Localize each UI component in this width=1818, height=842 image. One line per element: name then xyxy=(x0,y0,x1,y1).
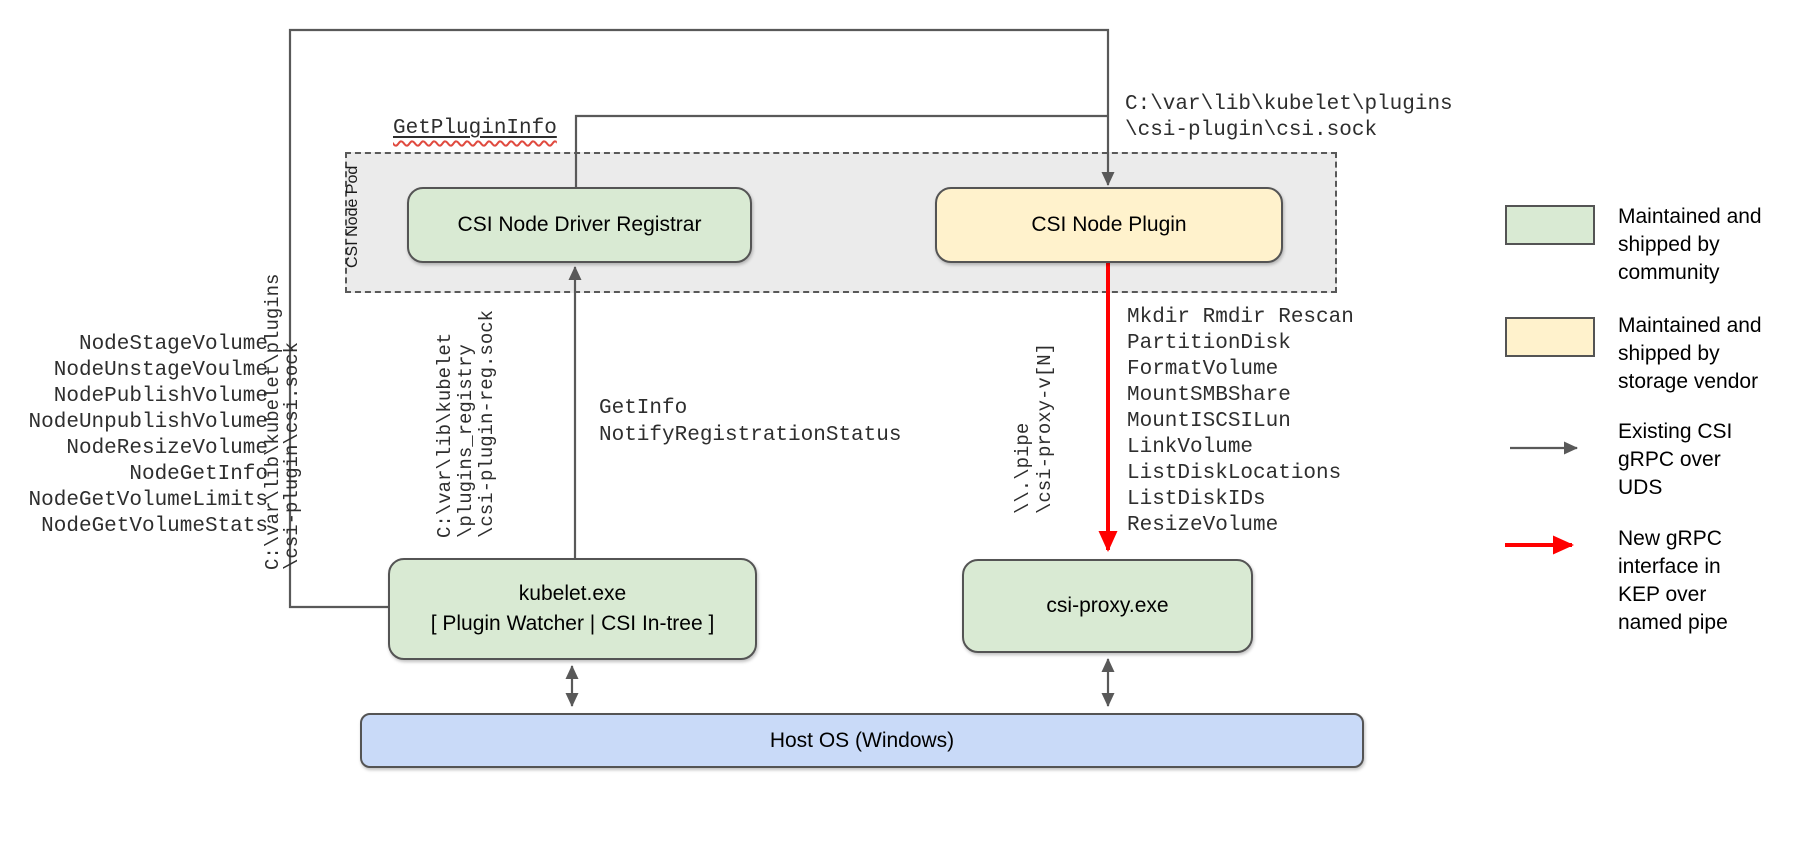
legend-line: KEP over xyxy=(1618,583,1707,606)
call-line: NodeUnstageVoulme xyxy=(53,359,268,382)
path-line: \\.\pipe xyxy=(1012,422,1034,514)
path-line: \csi-plugin-reg.sock xyxy=(476,309,498,538)
csi-node-pod-label: CSI Node Pod xyxy=(344,165,361,268)
call-line: NotifyRegistrationStatus xyxy=(599,424,902,447)
legend-line: Maintained and xyxy=(1618,314,1762,337)
call-line: GetInfo xyxy=(599,397,688,420)
legend-line: New gRPC xyxy=(1618,527,1722,550)
call-line: LinkVolume xyxy=(1127,436,1254,459)
kubelet-to-plugin-connector xyxy=(288,28,1115,609)
csi-sock-path-side-label: C:\var\lib\kubelet\plugins\csi-plugin\cs… xyxy=(262,274,303,570)
call-line: Mkdir Rmdir Rescan xyxy=(1127,306,1354,329)
call-line: NodePublishVolume xyxy=(53,385,268,408)
path-line: C:\var\lib\kubelet\plugins xyxy=(1125,93,1453,116)
call-line: NodeGetInfo xyxy=(129,463,268,486)
host-os-box: Host OS (Windows) xyxy=(360,713,1364,768)
get-plugin-info-text: GetPluginInfo xyxy=(393,117,557,140)
path-line: \csi-plugin\csi.sock xyxy=(281,341,303,570)
kubelet-box: kubelet.exe [ Plugin Watcher | CSI In-tr… xyxy=(388,558,757,660)
call-line: NodeResizeVolume xyxy=(66,437,268,460)
csi-proxy-box: csi-proxy.exe xyxy=(962,559,1253,653)
legend-line: gRPC over xyxy=(1618,448,1721,471)
legend-line: UDS xyxy=(1618,476,1663,499)
registrar-label: CSI Node Driver Registrar xyxy=(457,213,702,236)
legend-line: Existing CSI xyxy=(1618,420,1733,443)
call-line: NodeGetVolumeLimits xyxy=(28,489,268,512)
plugin-label: CSI Node Plugin xyxy=(1031,213,1187,236)
legend-pipe-label: New gRPC interface in KEP over named pipe xyxy=(1618,525,1728,637)
call-line: NodeGetVolumeStats xyxy=(41,515,268,538)
legend-vendor-swatch xyxy=(1505,317,1595,357)
legend-line: storage vendor xyxy=(1618,370,1759,393)
get-plugin-info-label: GetPluginInfo GetPluginInfo xyxy=(393,117,557,140)
call-line: MountSMBShare xyxy=(1127,384,1291,407)
path-line: \csi-plugin\csi.sock xyxy=(1125,119,1378,142)
kubelet-sublabel: [ Plugin Watcher | CSI In-tree ] xyxy=(430,612,715,635)
csi-proxy-label: csi-proxy.exe xyxy=(1046,594,1169,617)
call-line: MountISCSILun xyxy=(1127,410,1291,433)
legend-line: Maintained and xyxy=(1618,205,1762,228)
registrar-to-plugin-connector xyxy=(574,114,1108,187)
legend-line: named pipe xyxy=(1618,611,1728,634)
legend-line: community xyxy=(1618,261,1720,284)
csi-sock-path-top-label: C:\var\lib\kubelet\plugins \csi-plugin\cs… xyxy=(1125,92,1453,144)
call-line: PartitionDisk xyxy=(1127,332,1291,355)
legend-community-label: Maintained and shipped by community xyxy=(1618,203,1762,287)
call-line: NodeUnpublishVolume xyxy=(28,411,268,434)
call-line: FormatVolume xyxy=(1127,358,1279,381)
legend-line: shipped by xyxy=(1618,342,1720,365)
named-pipe-path-label: \\.\pipe\csi-proxy-v[N] xyxy=(1012,343,1056,514)
path-line: \csi-proxy-v[N] xyxy=(1034,342,1056,514)
kubelet-label: kubelet.exe xyxy=(518,582,627,605)
csi-node-driver-registrar-box: CSI Node Driver Registrar xyxy=(407,187,752,263)
call-line: NodeStageVolume xyxy=(78,333,268,356)
call-line: ListDiskLocations xyxy=(1127,462,1342,485)
path-line: C:\var\lib\kubelet xyxy=(434,332,456,538)
legend-line: shipped by xyxy=(1618,233,1720,256)
plugin-reg-sock-path-label: C:\var\lib\kubelet\plugins_registry\csi-… xyxy=(434,309,498,538)
host-os-label: Host OS (Windows) xyxy=(769,728,955,752)
call-line: ResizeVolume xyxy=(1127,514,1279,537)
legend-line: interface in xyxy=(1618,555,1721,578)
legend-community-swatch xyxy=(1505,205,1595,245)
path-line: \plugins_registry xyxy=(455,344,477,538)
csi-node-plugin-box: CSI Node Plugin xyxy=(935,187,1283,263)
legend-vendor-label: Maintained and shipped by storage vendor xyxy=(1618,312,1762,396)
call-line: ListDiskIDs xyxy=(1127,488,1266,511)
